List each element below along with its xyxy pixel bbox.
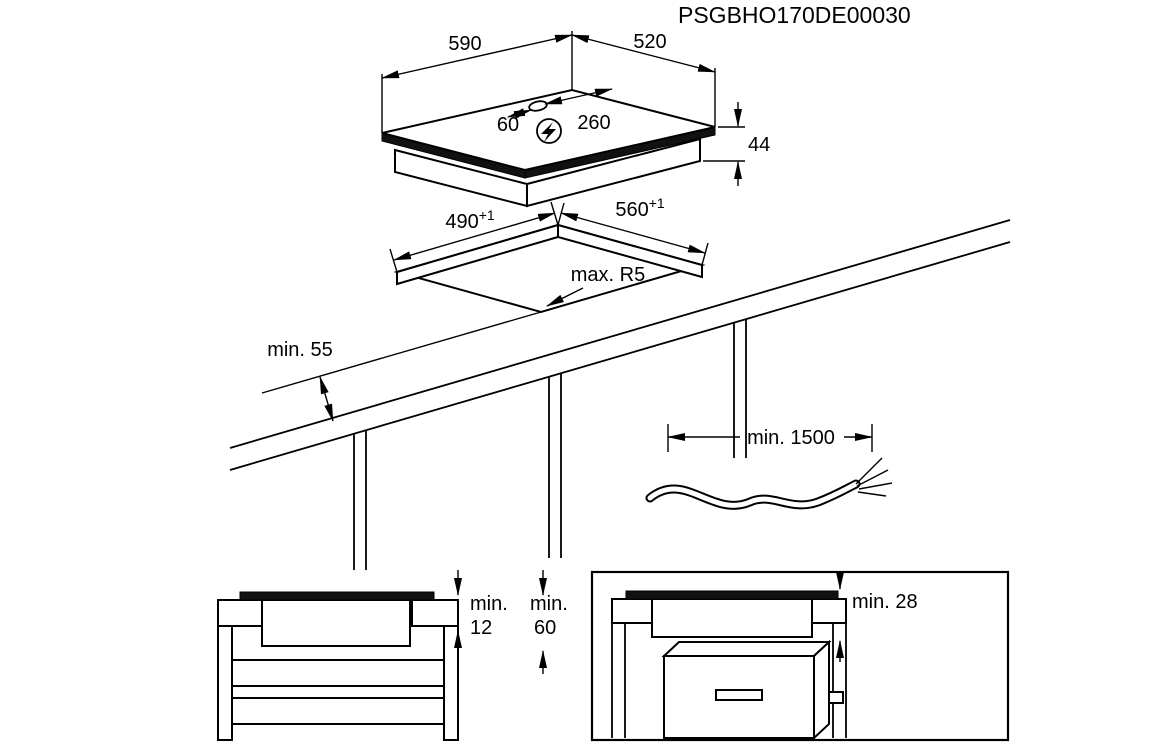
worktop-front-edge [229, 219, 1011, 449]
min-12-value: 12 [470, 617, 492, 639]
worktop-right [811, 598, 847, 624]
corner-radius-label: max. R5 [571, 264, 645, 286]
cabinet-right-panel [832, 623, 847, 738]
dim-cable-offset-260: 260 [544, 88, 613, 134]
oven-top [661, 641, 832, 657]
worktop-left [611, 598, 653, 624]
dim-min-12: min. 12 [454, 570, 508, 652]
table-leg-left [217, 625, 233, 741]
mains-cable [645, 457, 893, 510]
cable-strands [855, 457, 893, 497]
dim-cable-offset-60: 60 [497, 108, 532, 136]
oven-view-box [590, 570, 1010, 742]
hob-body [526, 137, 701, 208]
side-section-table: min. 12 min. 60 [217, 570, 568, 741]
hob-width-label: 590 [448, 33, 481, 55]
cutout-depth-label: 560+1 [615, 195, 665, 221]
dim-cable-length: min. 1500 [667, 424, 873, 452]
dim-corner-radius: max. R5 [546, 264, 645, 307]
worktop-left [217, 599, 263, 627]
hob-glass-section [239, 591, 435, 601]
dim-hob-depth: 520 [571, 31, 716, 127]
hob-body-section [651, 598, 813, 638]
cutout-opening: 490+1 560+1 min. 55 max. R5 [261, 195, 709, 422]
dim-cutout-depth: 560+1 [557, 195, 709, 266]
table-leg-right [443, 625, 459, 741]
front-distance-label: min. 55 [267, 339, 333, 361]
hob-depth-label: 520 [633, 31, 666, 53]
dim-front-distance: min. 55 [261, 311, 542, 422]
worktop-legs [353, 319, 747, 570]
hob-isometric: 590 520 44 60 260 [381, 31, 770, 208]
dim-cutout-width: 490+1 [389, 201, 559, 273]
dim-min-28: min. 28 [836, 572, 918, 662]
min-12-prefix: min. [470, 593, 508, 615]
oven-handle [715, 689, 763, 701]
hob-body-section [261, 599, 411, 647]
drawer-front-upper [231, 659, 445, 687]
drawer-front-lower [231, 697, 445, 725]
min-28-label: min. 28 [852, 591, 918, 613]
cable-offset-60-label: 60 [497, 114, 519, 136]
cable-length-label: min. 1500 [747, 427, 835, 449]
worktop [229, 219, 1011, 570]
dim-min-60: min. 60 [530, 570, 568, 674]
oven-hinge [828, 691, 844, 704]
mains-cable-section: min. 1500 [645, 424, 893, 510]
oven-section: min. 28 [590, 570, 1010, 742]
min-60-prefix: min. [530, 593, 568, 615]
oven [661, 639, 844, 741]
part-number-label: PSGBHO170DE00030 [678, 2, 911, 28]
worktop-front-face-bottom [229, 241, 1011, 471]
lightning-icon [536, 118, 562, 144]
oven-side [813, 639, 830, 741]
worktop-right [411, 599, 459, 627]
hob-glass-section [625, 590, 839, 600]
cutout-width-label: 490+1 [445, 207, 495, 233]
min-60-value: 60 [534, 617, 556, 639]
cabinet-left-panel [611, 623, 626, 738]
cable-offset-260-label: 260 [577, 112, 610, 134]
hob-height-label: 44 [748, 134, 770, 156]
dim-hob-height: 44 [703, 102, 770, 186]
